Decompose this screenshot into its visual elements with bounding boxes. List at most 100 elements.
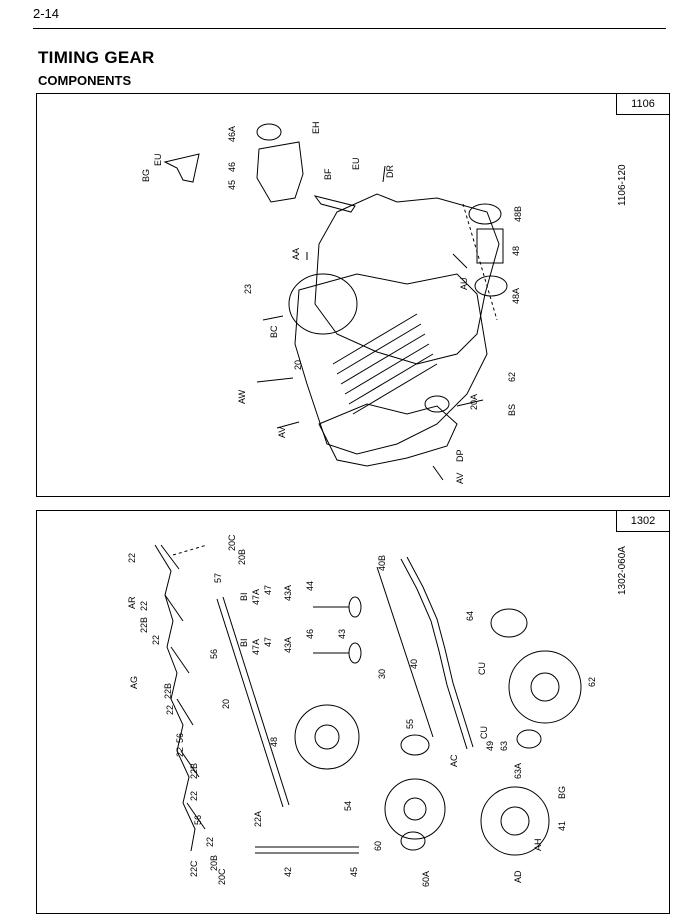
gear-48	[476, 228, 504, 264]
part-label: 49	[485, 741, 495, 751]
part-label: 41	[557, 821, 567, 831]
part-label: 22C	[189, 860, 199, 877]
cover-ribs	[332, 313, 438, 415]
part-label: 20A	[469, 394, 479, 410]
seal-20a	[424, 395, 450, 413]
part-label: 54	[343, 801, 353, 811]
dowel-dr	[382, 165, 386, 183]
part-label: DR	[385, 165, 395, 178]
gear-48-hub	[314, 724, 340, 750]
part-label: 57	[213, 573, 223, 583]
part-label: EU	[153, 153, 163, 166]
part-label: 22	[175, 747, 185, 757]
valve-head-43	[348, 642, 362, 664]
part-label: 45	[227, 180, 237, 190]
part-label: 20C	[217, 868, 227, 885]
part-label: 48B	[513, 206, 523, 222]
part-label: AH	[533, 838, 543, 851]
part-label: 22B	[163, 683, 173, 699]
part-label: 22B	[189, 763, 199, 779]
part-label: 47A	[251, 639, 261, 655]
part-label: AC	[449, 754, 459, 767]
part-label: EH	[311, 121, 321, 134]
part-label: 45	[349, 867, 359, 877]
bolt-av	[276, 421, 300, 429]
part-label: 20	[293, 360, 303, 370]
part-label: 40B	[377, 555, 387, 571]
round-cover	[288, 273, 358, 335]
push-rod-20-b	[222, 596, 290, 806]
part-label: 22	[189, 791, 199, 801]
front-cover-outline	[294, 273, 488, 455]
plate-60	[400, 831, 426, 851]
case-rear-outline	[314, 193, 500, 365]
camshaft-exploded-diagram: 22 20C 20B 57 AR 22 22B BI 47A 47 43A 44…	[127, 534, 597, 887]
figure-timing-gear-case: 1106 1106-120	[36, 93, 670, 497]
part-label: 62	[507, 372, 517, 382]
rocker-arm-chain	[154, 544, 196, 852]
part-label: 55	[405, 719, 415, 729]
gear-41-hub	[500, 806, 530, 836]
part-label: 56	[193, 815, 203, 825]
part-label: 22B	[139, 617, 149, 633]
hub-55	[400, 734, 430, 756]
part-label: 22	[127, 553, 137, 563]
figure-ref-box: 1106	[616, 93, 670, 115]
part-label: 22	[165, 705, 175, 715]
leader-dashed	[462, 203, 498, 321]
part-label: CU	[477, 662, 487, 675]
part-label: AA	[291, 248, 301, 260]
part-label: 44	[305, 581, 315, 591]
part-label: 62	[587, 677, 597, 687]
figure-ref-box: 1302	[616, 510, 670, 532]
bracket-45	[256, 141, 304, 203]
part-label: 48	[511, 246, 521, 256]
leader-line	[376, 566, 434, 738]
gear-48	[294, 704, 360, 770]
gear-41	[480, 786, 550, 856]
page-number: 2-14	[33, 6, 60, 21]
header-rule	[33, 28, 666, 29]
part-label: 47	[263, 585, 273, 595]
part-label: CU	[479, 726, 489, 739]
part-label: 48A	[511, 288, 521, 304]
part-label: BG	[141, 169, 151, 182]
gear-62	[508, 650, 582, 724]
part-label: 63A	[513, 763, 523, 779]
leader-dashed	[172, 544, 208, 556]
part-label: 23	[243, 284, 253, 294]
part-label: 40	[409, 659, 419, 669]
bolt-au	[452, 253, 468, 269]
part-label: AW	[237, 389, 247, 404]
gear-54	[384, 778, 446, 840]
part-label: 43	[337, 629, 347, 639]
part-label: BC	[269, 325, 279, 338]
part-label: 60	[373, 841, 383, 851]
part-label: 47A	[251, 589, 261, 605]
part-label: AD	[513, 870, 523, 883]
part-label: 60A	[421, 871, 431, 887]
part-label: 46	[227, 162, 237, 172]
push-rod-20	[216, 598, 284, 808]
part-label: 22	[151, 635, 161, 645]
camshaft-30-b	[406, 556, 474, 748]
part-label: 43A	[283, 585, 293, 601]
part-label: 56	[175, 733, 185, 743]
gear-54-hub	[403, 797, 427, 821]
part-label: 63	[499, 741, 509, 751]
part-label: DP	[455, 449, 465, 462]
part-label: 20B	[237, 549, 247, 565]
part-label: 22	[139, 601, 149, 611]
part-label: EU	[351, 157, 361, 170]
part-label: 46	[305, 629, 315, 639]
part-label: AU	[459, 277, 469, 290]
part-label: 64	[465, 611, 475, 621]
section-subtitle: COMPONENTS	[38, 73, 132, 88]
bolt-aw	[256, 377, 294, 383]
plate-63	[516, 729, 542, 749]
camshaft-30	[400, 558, 468, 750]
part-label: 20	[221, 699, 231, 709]
gear-62-hub	[530, 672, 560, 702]
part-label: 46A	[227, 126, 237, 142]
bolt-bc	[262, 315, 284, 321]
